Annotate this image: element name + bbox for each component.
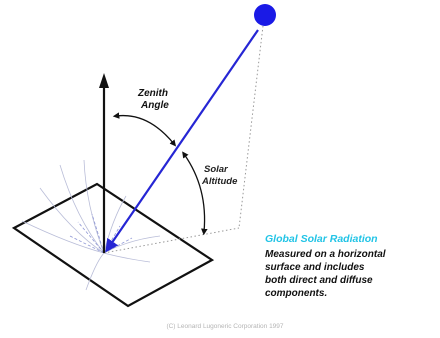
sun-ground-projection-line — [103, 227, 240, 254]
horizontal-surface — [11, 182, 215, 308]
callout-line-2: surface and includes — [265, 262, 365, 273]
callout-title: Global Solar Radiation — [265, 233, 378, 245]
solar-altitude-arc — [182, 151, 208, 236]
zenith-angle-label-line2: Angle — [140, 100, 169, 111]
callout-line-3: both direct and diffuse — [265, 275, 373, 286]
copyright-credit: (C) Leonard Lugoneric Corporation 1997 — [166, 323, 283, 330]
sun-icon — [254, 4, 276, 26]
zenith-angle-label-line1: Zenith — [137, 88, 168, 99]
callout-line-4: components. — [265, 288, 327, 299]
direct-beam — [105, 29, 259, 253]
sun-vertical-dotted-line — [238, 25, 264, 229]
zenith-arrowhead — [99, 73, 109, 88]
callout-line-1: Measured on a horizontal — [265, 249, 386, 260]
solar-altitude-label-line2: Altitude — [201, 176, 238, 187]
solar-altitude-label-line1: Solar — [204, 164, 229, 175]
zenith-angle-arc — [112, 112, 177, 147]
